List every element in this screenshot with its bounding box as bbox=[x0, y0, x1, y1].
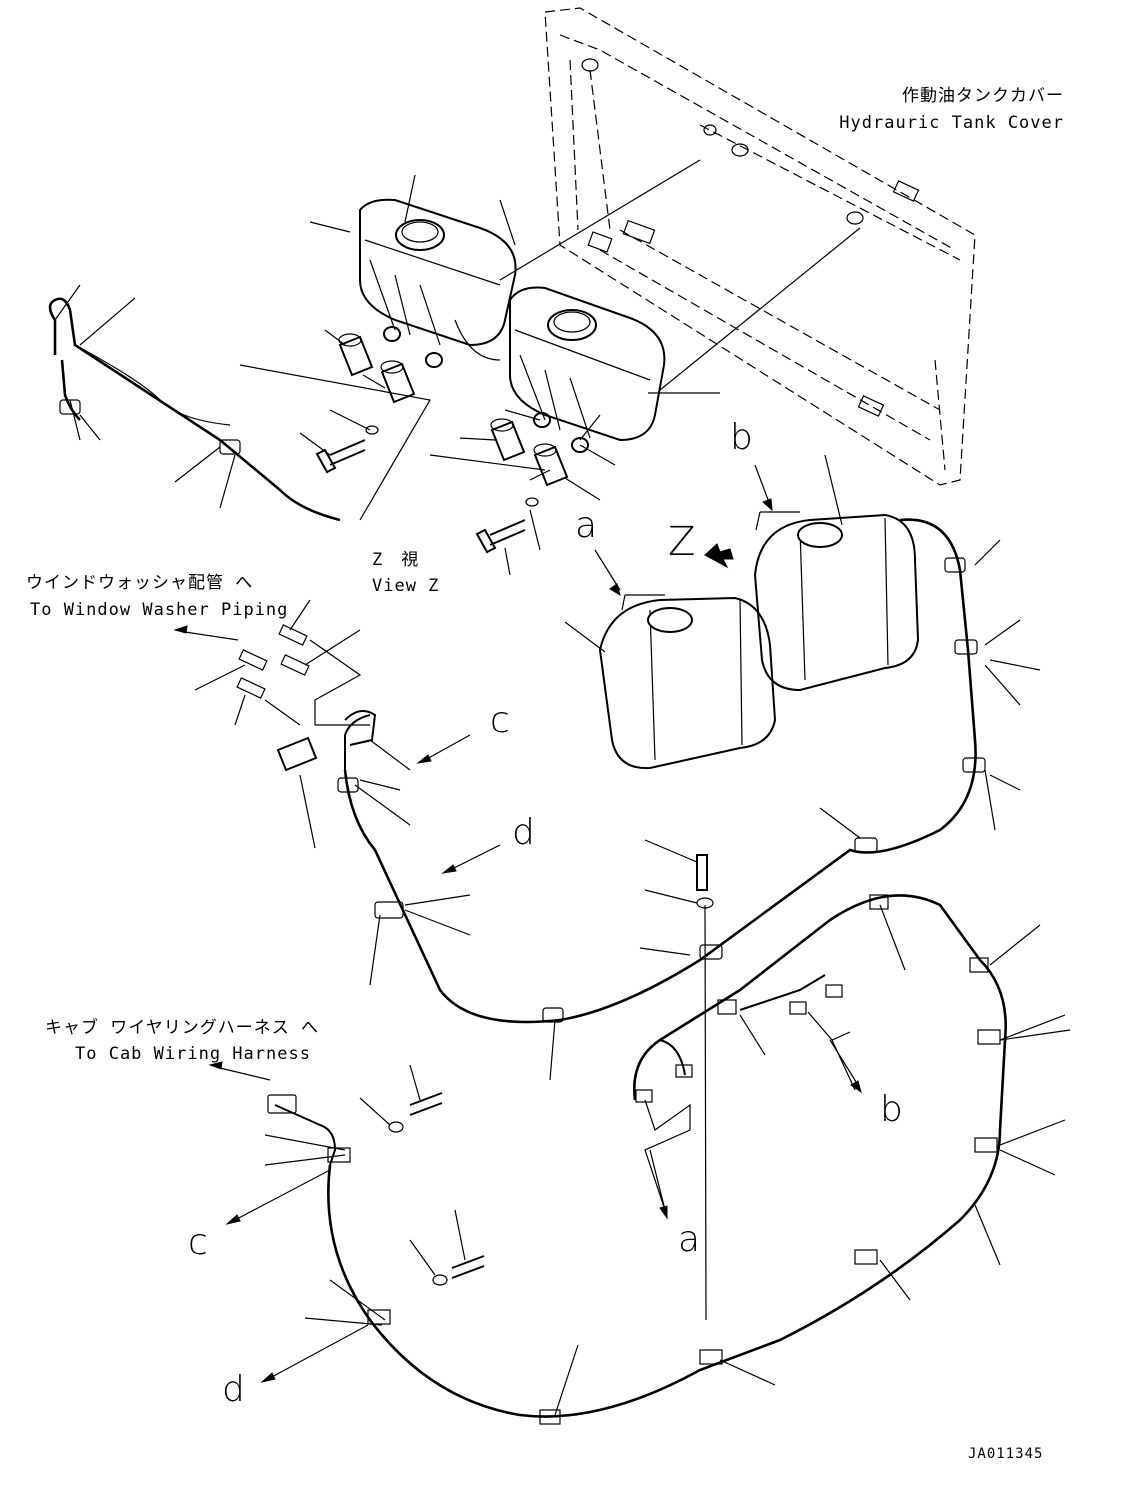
washer-piping-label-en: To Window Washer Piping bbox=[30, 600, 289, 620]
z-arrow bbox=[704, 543, 734, 569]
hydraulic-tank-cover bbox=[499, 7, 976, 486]
cab-harness-label-jp: キャブ ワイヤリングハーネス へ bbox=[45, 1018, 319, 1038]
ref-a-lower: a bbox=[678, 1219, 701, 1260]
cab-harness-label-en: To Cab Wiring Harness bbox=[75, 1044, 311, 1064]
ref-b-lower: b bbox=[880, 1089, 903, 1130]
washer-tanks-upper bbox=[309, 174, 720, 442]
ref-a-upper: a bbox=[575, 505, 598, 546]
tank-cover-label-en: Hydrauric Tank Cover bbox=[839, 113, 1064, 133]
hose-view-z bbox=[337, 518, 1041, 1081]
pump-assembly-upper bbox=[299, 326, 616, 576]
nozzle-fittings bbox=[194, 599, 411, 849]
washer-tanks-view-z bbox=[564, 454, 920, 770]
ref-d-upper: d bbox=[512, 812, 535, 853]
view-z-label-en: View Z bbox=[372, 576, 440, 596]
hose-upper-left bbox=[48, 284, 546, 522]
ref-c-upper: c bbox=[490, 700, 510, 741]
reference-arrows bbox=[173, 464, 862, 1383]
ref-c-lower: c bbox=[188, 1222, 208, 1263]
ref-b-upper: b bbox=[730, 417, 753, 458]
drawing-code: JA011345 bbox=[968, 1446, 1044, 1462]
washer-piping-label-jp: ウインドウォッシャ配管 へ bbox=[26, 573, 254, 593]
view-z-marker: Z bbox=[668, 519, 696, 565]
ref-d-lower: d bbox=[222, 1369, 245, 1410]
wiring-harness bbox=[264, 839, 1071, 1425]
view-z-label-jp: Z 視 bbox=[372, 550, 420, 570]
tank-cover-label-jp: 作動油タンクカバー bbox=[902, 86, 1064, 106]
